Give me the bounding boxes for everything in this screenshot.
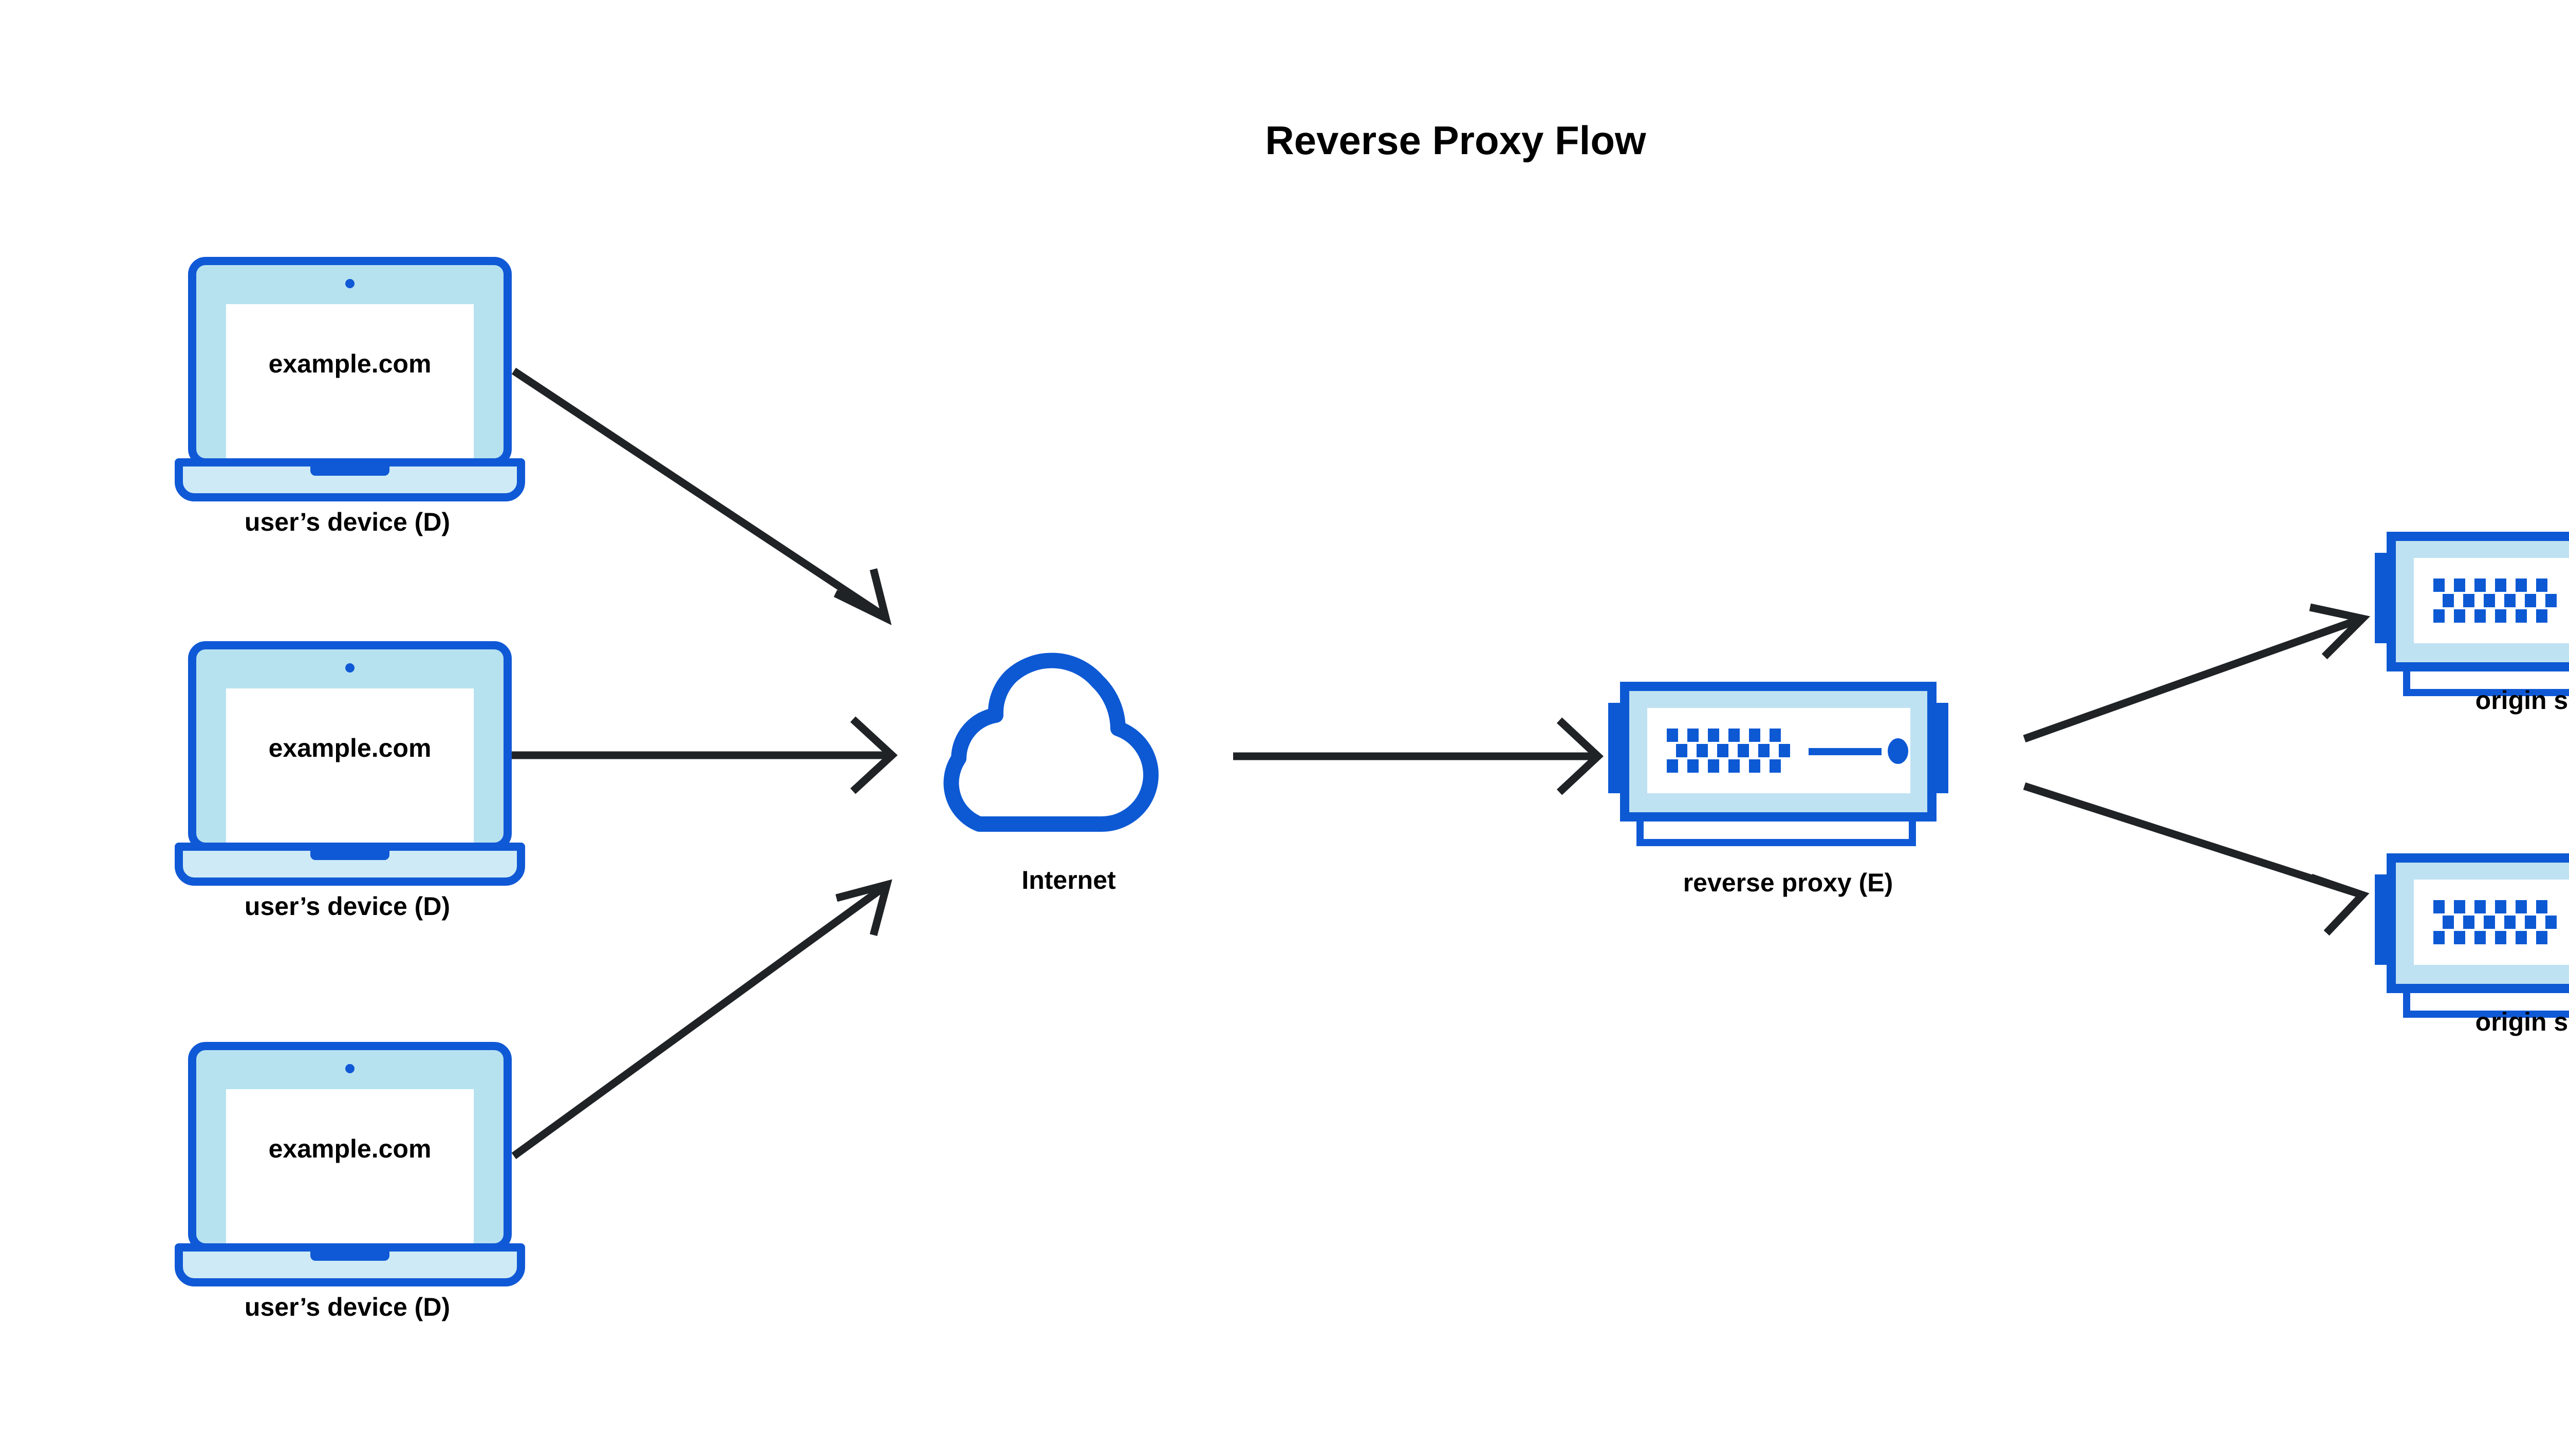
device-screen-text: example.com <box>269 1134 432 1163</box>
node-reverse-proxy[interactable]: reverse proxy (E) <box>1608 686 1948 897</box>
node-label-internet: Internet <box>1021 866 1116 894</box>
node-user-device-3[interactable]: example.com user’s device (D) <box>179 1046 521 1321</box>
node-label-reverse-proxy: reverse proxy (E) <box>1683 868 1893 897</box>
node-user-device-2[interactable]: example.com user’s device (D) <box>179 645 521 921</box>
node-label-user-device: user’s device (D) <box>245 508 450 536</box>
page-title: Reverse Proxy Flow <box>1265 118 1646 163</box>
edge-client2-internet <box>512 716 898 794</box>
edge-internet-proxy <box>1233 717 1604 795</box>
device-screen-text: example.com <box>269 734 432 762</box>
device-screen-text: example.com <box>269 349 432 378</box>
laptop-icon <box>179 261 521 497</box>
server-icon <box>2375 858 2569 1014</box>
edge-proxy-origin1 <box>2023 603 2371 743</box>
node-label-origin-server: origin server (F) <box>2475 1007 2569 1036</box>
cloud-icon <box>951 661 1151 824</box>
node-origin-server-1[interactable]: origin server (F) <box>2375 536 2569 715</box>
server-icon <box>2375 536 2569 693</box>
laptop-icon <box>179 645 521 882</box>
node-origin-server-2[interactable]: origin server (F) <box>2375 858 2569 1036</box>
edge-proxy-origin2 <box>2023 782 2370 936</box>
server-icon <box>1608 686 1948 843</box>
node-label-origin-server: origin server (F) <box>2475 686 2569 715</box>
connector-layer <box>511 367 2371 1160</box>
node-internet[interactable]: Internet <box>951 661 1151 894</box>
node-label-user-device: user’s device (D) <box>245 892 450 921</box>
edge-client1-internet <box>511 367 892 625</box>
node-user-device-1[interactable]: example.com user’s device (D) <box>179 261 521 536</box>
edge-client3-internet <box>511 879 892 1160</box>
node-label-user-device: user’s device (D) <box>245 1293 450 1321</box>
laptop-icon <box>179 1046 521 1282</box>
